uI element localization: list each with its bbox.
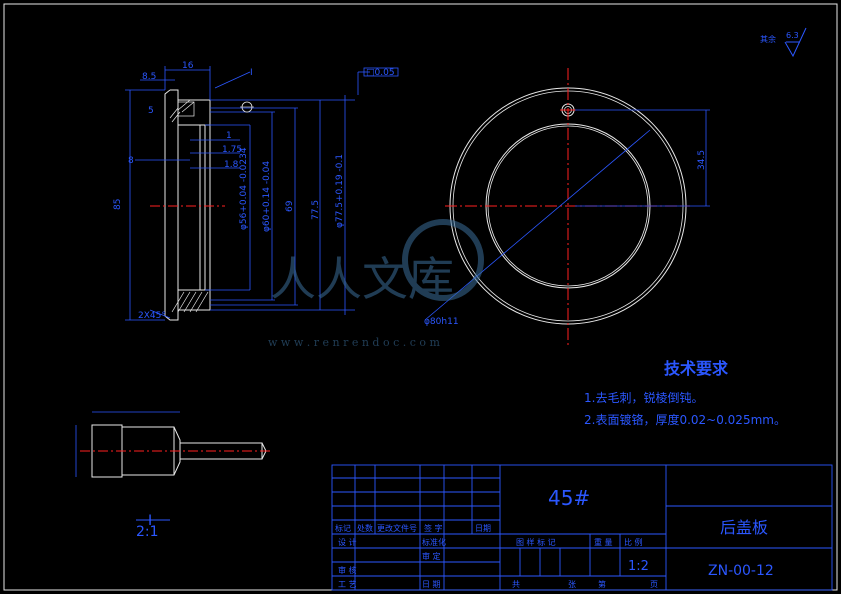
dim-175: 1.75 <box>222 145 242 155</box>
tech-title: 技术要求 <box>664 359 729 378</box>
tb-material: 45# <box>548 486 590 510</box>
dim-d60: φ60+0.14 -0.04 <box>262 161 272 232</box>
roughness-value: 6.3 <box>786 31 799 40</box>
dim-1: 1 <box>226 131 232 141</box>
tb-stage-mark: 图 样 标 记 <box>516 537 556 547</box>
watermark-url: w w w . r e n r e n d o c . c o m <box>268 336 440 349</box>
tech-item-2: 2.表面镀铬，厚度0.02~0.025mm。 <box>584 412 786 427</box>
tech-item-1: 1.去毛刺，锐棱倒钝。 <box>584 390 703 405</box>
tb-sign: 签 字 <box>424 523 443 533</box>
dim-top-small: 8.5 <box>142 72 156 82</box>
dim-16: 16 <box>182 61 194 71</box>
roughness-note: 其余 <box>760 34 776 44</box>
front-view: 34.5 <box>424 68 710 345</box>
callout-label: I <box>250 68 253 78</box>
title-block <box>331 464 833 591</box>
tb-drawing-no: ZN-00-12 <box>708 563 774 579</box>
tb-change-doc: 更改文件号 <box>377 523 417 533</box>
tb-sheet-no: 第 <box>598 579 606 589</box>
side-tag: □0.05 <box>366 68 395 78</box>
tb-review: 审 核 <box>338 565 357 575</box>
tb-date: 日 期 <box>422 580 441 589</box>
tech-requirements: 技术要求 1.去毛刺，锐棱倒钝。 2.表面镀铬，厚度0.02~0.025mm。 <box>584 359 786 427</box>
dim-d775: φ77.5+0.19 -0.1 <box>335 154 345 228</box>
section-view <box>125 66 399 321</box>
dim-69: 69 <box>285 200 295 212</box>
tb-weight: 重 量 <box>594 537 613 547</box>
watermark: 人人文库 w w w . r e n r e n d o c . c o m <box>268 219 484 349</box>
tb-sheet: 张 <box>568 580 576 589</box>
tb-scale: 1:2 <box>628 559 649 574</box>
tb-part-name: 后盖板 <box>720 518 768 537</box>
title-block-text: 标记 处数 更改文件号 签 字 日期 设 计 标准化 审 定 审 核 工 艺 日… <box>335 486 774 589</box>
tb-date-col: 日期 <box>475 524 491 533</box>
tb-craft: 工 艺 <box>338 580 357 589</box>
dim-18: 1.8 <box>224 160 239 170</box>
tb-approve: 审 定 <box>422 551 441 561</box>
detail-view: I 2:1 <box>75 411 270 540</box>
dim-bottom: φ80h11 <box>424 317 459 327</box>
dim-chamfer: 2X45° <box>138 311 166 321</box>
dim-d56: φ56+0.04 -0.0234 <box>239 147 249 230</box>
watermark-text: 人人文库 <box>270 252 454 306</box>
section-dimension-labels: 16 8.5 I 5 1 1.75 1.8 8 85 φ56+0.04 -0.0… <box>113 61 459 327</box>
tb-design: 设 计 <box>338 537 357 547</box>
detail-scale: 2:1 <box>136 524 159 540</box>
dim-8: 8 <box>128 156 134 166</box>
detail-label: I <box>148 513 152 529</box>
dim-85: 85 <box>113 199 123 210</box>
tb-mark: 标记 <box>335 523 351 533</box>
tb-standard: 标准化 <box>422 537 446 547</box>
tb-page: 页 <box>650 580 658 589</box>
tb-count: 处数 <box>357 523 373 533</box>
tb-scale-label: 比 例 <box>624 537 643 547</box>
roughness-symbol: 其余 6.3 <box>760 27 807 58</box>
dim-5: 5 <box>148 106 154 116</box>
dim-345: 34.5 <box>697 150 707 170</box>
tb-total: 共 <box>512 580 520 589</box>
dim-77: 77.5 <box>311 200 321 220</box>
